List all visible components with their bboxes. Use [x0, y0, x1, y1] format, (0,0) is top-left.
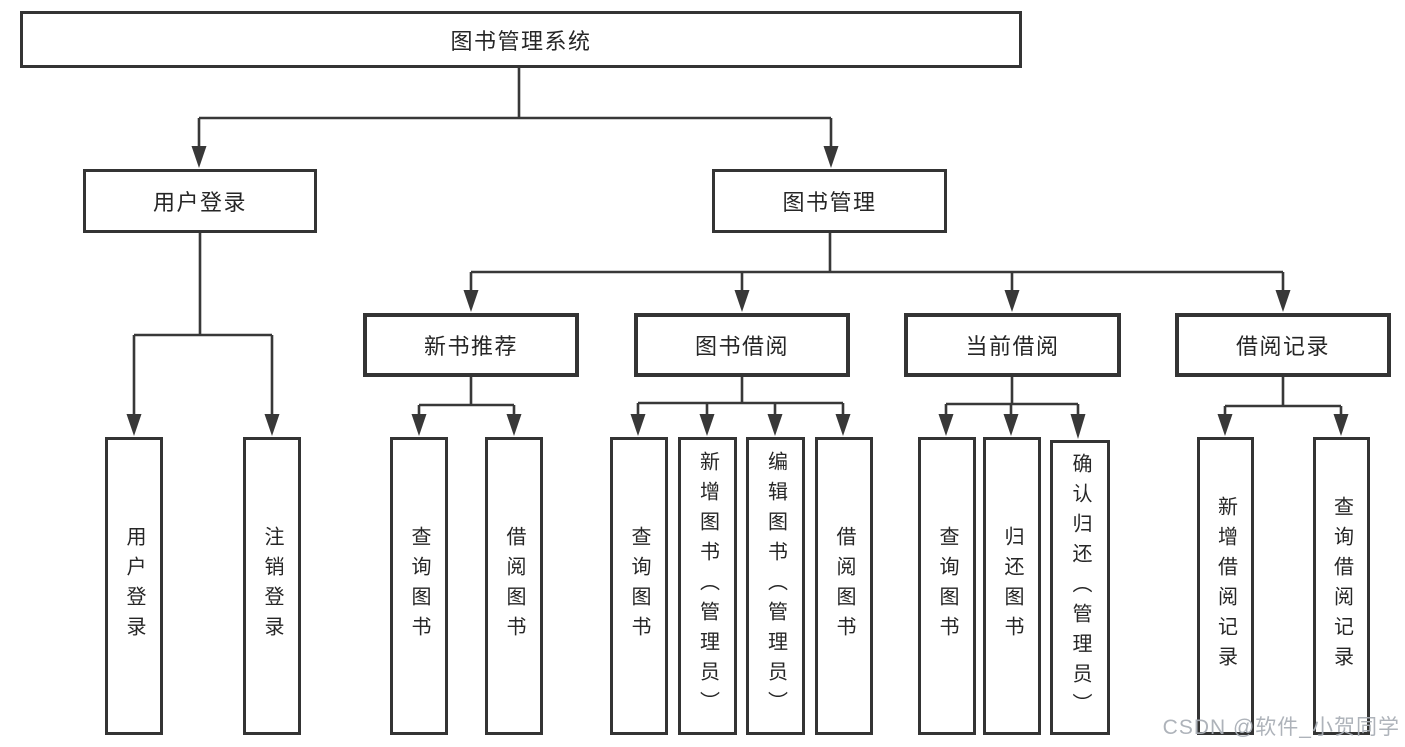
leaf-borrow-books-newbook: 借阅图书 [485, 437, 543, 735]
node-borrowing-records: 借阅记录 [1175, 313, 1391, 377]
leaf-confirm-return-admin: 确认归还（管理员） [1050, 440, 1110, 735]
leaf-query-borrow-record: 查询借阅记录 [1313, 437, 1370, 735]
leaf-return-books: 归还图书 [983, 437, 1041, 735]
csdn-watermark: CSDN @软件_小贺同学 [1162, 716, 1400, 739]
arrowheads [126, 146, 1349, 439]
node-new-book-recommendation: 新书推荐 [363, 313, 579, 377]
node-user-login: 用户登录 [83, 169, 317, 233]
leaf-edit-books-admin: 编辑图书（管理员） [746, 437, 805, 735]
leaf-label: 借阅图书 [833, 526, 855, 646]
leaf-label: 查询图书 [628, 526, 650, 646]
leaf-borrow-books: 借阅图书 [815, 437, 873, 735]
leaf-logout: 注销登录 [243, 437, 301, 735]
node-label: 图书借阅 [694, 334, 789, 359]
node-label: 用户登录 [152, 190, 247, 215]
leaf-label: 用户登录 [123, 526, 145, 646]
node-label: 新书推荐 [423, 334, 518, 359]
leaf-label: 编辑图书（管理员） [764, 451, 787, 721]
leaf-label: 确认归还（管理员） [1069, 452, 1091, 723]
leaf-query-books-borrow: 查询图书 [610, 437, 668, 735]
leaf-add-borrow-record: 新增借阅记录 [1197, 437, 1254, 735]
node-current-borrowing: 当前借阅 [904, 313, 1121, 377]
node-book-borrowing: 图书借阅 [634, 313, 850, 377]
leaf-query-books-newbook: 查询图书 [390, 437, 448, 735]
leaf-label: 注销登录 [261, 526, 283, 646]
leaf-add-books-admin: 新增图书（管理员） [678, 437, 737, 735]
node-label: 图书管理 [782, 190, 877, 215]
node-book-management: 图书管理 [712, 169, 947, 233]
leaf-label: 归还图书 [1001, 526, 1023, 646]
leaf-user-login: 用户登录 [105, 437, 163, 735]
leaf-label: 查询图书 [408, 526, 430, 646]
leaf-label: 查询借阅记录 [1330, 496, 1353, 676]
leaf-label: 查询图书 [936, 526, 958, 646]
node-label: 当前借阅 [965, 334, 1060, 359]
leaf-label: 新增图书（管理员） [696, 451, 719, 721]
leaf-label: 借阅图书 [503, 526, 525, 646]
node-library-management-system: 图书管理系统 [20, 11, 1022, 68]
leaf-query-books-current: 查询图书 [918, 437, 976, 735]
leaf-label: 新增借阅记录 [1214, 496, 1237, 676]
node-label: 图书管理系统 [450, 28, 592, 54]
node-label: 借阅记录 [1235, 334, 1330, 359]
